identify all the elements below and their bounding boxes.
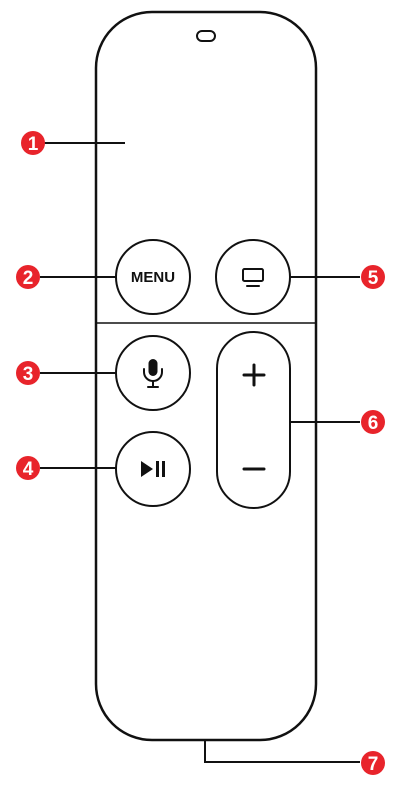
play-pause-icon [141, 461, 165, 477]
volume-up-button[interactable] [242, 363, 266, 387]
callout-2-number: 2 [23, 268, 34, 289]
ir-sensor-icon [196, 30, 216, 42]
callout-6: 6 [361, 410, 385, 434]
callout-1-number: 1 [28, 134, 39, 155]
home-button[interactable] [215, 239, 291, 315]
play-pause-button[interactable] [115, 431, 191, 507]
callout-6-number: 6 [368, 413, 379, 434]
callout-5: 5 [361, 265, 385, 289]
microphone-icon [143, 359, 163, 388]
volume-rocker [216, 331, 291, 509]
callout-7: 7 [361, 751, 385, 775]
callout-7-number: 7 [368, 754, 379, 775]
siri-button[interactable] [115, 335, 191, 411]
leader-lines [40, 142, 360, 763]
menu-button-label: MENU [131, 269, 175, 286]
tv-icon [242, 268, 264, 287]
leader-line-7 [204, 740, 360, 763]
menu-button[interactable]: MENU [115, 239, 191, 315]
callout-1: 1 [21, 131, 45, 155]
callout-5-number: 5 [368, 268, 379, 289]
callout-4: 4 [16, 456, 40, 480]
callout-4-number: 4 [23, 459, 34, 480]
callout-3-number: 3 [23, 364, 34, 385]
callout-3: 3 [16, 361, 40, 385]
callout-2: 2 [16, 265, 40, 289]
